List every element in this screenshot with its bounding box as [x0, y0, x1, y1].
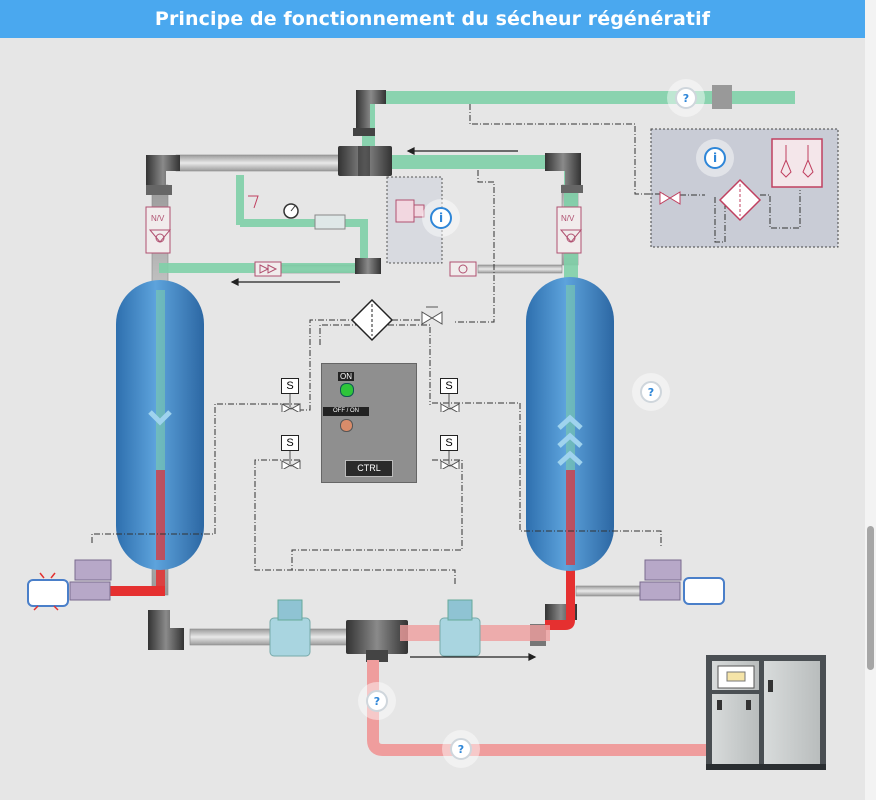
switch-label: OFF / ON: [323, 407, 369, 416]
controller-box: ON OFF / ON CTRL: [321, 363, 417, 483]
svg-text:N/V: N/V: [151, 214, 165, 223]
info-hotspot-panel[interactable]: i: [696, 139, 734, 177]
check-valve-icon: N/V: [556, 206, 583, 254]
inlet-valves: [269, 599, 481, 657]
info-icon: i: [704, 147, 726, 169]
solenoid-label: S: [440, 435, 458, 451]
right-vessel: [526, 277, 614, 571]
panel-filter-icon: [718, 178, 762, 222]
power-indicator-icon: [340, 383, 354, 397]
purge-regulator: [248, 195, 346, 230]
solenoid-valve-icon: S: [440, 435, 460, 469]
scrollbar-track[interactable]: [865, 0, 876, 800]
help-hotspot-outlet[interactable]: ?: [667, 79, 705, 117]
solenoid-valve-icon: S: [281, 435, 301, 469]
help-icon: ?: [675, 87, 697, 109]
help-hotspot-compressor-line[interactable]: ?: [442, 730, 480, 768]
left-exhaust-silencer: [27, 559, 112, 611]
info-icon: i: [430, 207, 452, 229]
solenoid-label: S: [281, 435, 299, 451]
valve-icon: [421, 306, 443, 325]
control-lines: [91, 104, 801, 585]
page-title: Principe de fonctionnement du sécheur ré…: [154, 8, 711, 30]
help-icon: ?: [450, 738, 472, 760]
compressor-icon: [706, 655, 826, 770]
help-hotspot-vessel[interactable]: ?: [632, 373, 670, 411]
check-valve-icon: [449, 261, 477, 277]
ctrl-display: CTRL: [345, 460, 393, 477]
flow-down-arrow-icon: [148, 410, 172, 426]
svg-text:N/V: N/V: [561, 214, 575, 223]
solenoid-valve-icon: S: [440, 378, 460, 412]
left-vessel: [116, 280, 204, 570]
flow-arrows: [230, 147, 537, 661]
check-valve-icon: [254, 261, 282, 277]
scrollbar-thumb[interactable]: [867, 526, 874, 670]
flow-up-arrows-icon: [557, 414, 583, 466]
title-bar: Principe de fonctionnement du sécheur ré…: [0, 0, 865, 38]
info-hotspot-purge[interactable]: i: [422, 199, 460, 237]
help-hotspot-inlet[interactable]: ?: [358, 682, 396, 720]
dryer-diagram: N/V N/V: [27, 85, 839, 770]
dew-point-sensor-icon: [771, 138, 823, 188]
solenoid-valve-icon: S: [281, 378, 301, 412]
on-label: ON: [338, 372, 354, 381]
filter-icon: [350, 298, 394, 342]
solenoid-label: S: [440, 378, 458, 394]
help-icon: ?: [640, 381, 662, 403]
pipe-fittings: [146, 85, 732, 662]
solenoid-label: S: [281, 378, 299, 394]
help-icon: ?: [366, 690, 388, 712]
check-valve-icon: N/V: [145, 206, 172, 254]
right-exhaust-silencer: [639, 559, 725, 605]
selector-switch-icon[interactable]: [340, 419, 353, 432]
panel-valve-icon: [659, 191, 681, 205]
